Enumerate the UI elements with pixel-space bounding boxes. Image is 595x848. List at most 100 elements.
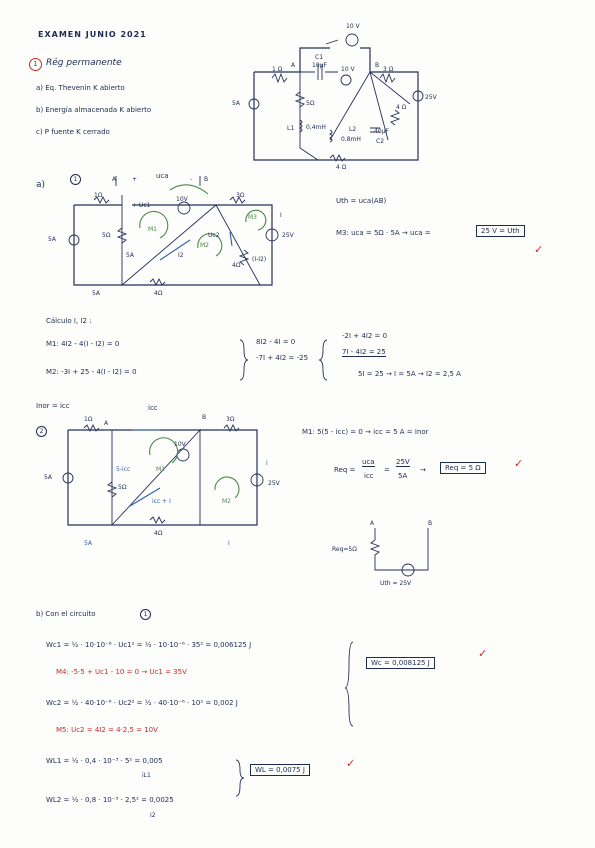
a-r5: 5Ω [102,232,111,239]
top-r4b: 4 Ω [336,164,347,171]
a-node-a: A [112,176,117,183]
top-r3: 3 Ω [383,66,394,73]
n-5-minus-icc: 5-icc [116,466,131,473]
eq-uth: Uth = 25V [380,580,412,587]
n-icc: icc [148,404,158,412]
req-arrow: → [420,466,426,474]
n-current-i: I [266,460,268,467]
norton-m1: M1: 5(5 - icc) = 0 → icc = 5 A = Inor [302,428,429,436]
n-r5: 5Ω [118,484,127,491]
req-frac1-den: icc [364,472,374,480]
calc-s1b: -7I + 4I2 = -25 [256,354,309,362]
top-r1: 1 Ω [272,66,283,73]
wl-total: WL = 0,0075 J [250,764,310,776]
wc1-equation: Wc1 = ½ · 10·10⁻⁶ · Uc1² = ½ · 10·10⁻⁶ ·… [46,641,252,649]
top-circuit [248,33,424,163]
calc-s2a: -2I + 4I2 = 0 [342,332,388,340]
circuit-number-1b: 1 [140,609,151,620]
a-minus: - [190,176,193,183]
a-r4: 4Ω [232,262,241,269]
n-5a-bottom: 5A [84,540,92,547]
check-mark-wl: ✓ [346,757,356,770]
check-mark-wc: ✓ [478,647,488,660]
a-5a-bottom: 5A [92,290,100,297]
a-mesh-1: M1 [148,226,157,233]
calc-title: Cálculo I, I2 : [46,317,92,325]
question-b: b) Energía almacenada K abierto [36,106,152,114]
check-mark-req: ✓ [514,457,524,470]
top-c2-value: 40µF [374,128,389,135]
top-c2: C2 [376,138,385,145]
m5-equation: M5: Uc2 = 4I2 = 4·2,5 = 10V [56,726,158,734]
wl2-sub: I2 [150,812,156,819]
n-r4: 4Ω [154,530,163,537]
n-node-b: B [202,414,207,421]
req-equals: = [384,466,390,474]
top-i5: 5A [232,100,240,107]
top-c1-value: 10µF [312,62,327,69]
part-a-circuit [68,176,279,287]
question-c: c) P fuente K cerrado [36,128,110,136]
brace-4 [235,759,245,797]
n-mesh-1: M1 [156,466,165,473]
req-frac1-num: uca [362,458,375,467]
n-v10: 10V [174,441,186,448]
wl2-equation: WL2 = ½ · 0,8 · 10⁻³ · 2,5² = 0,0025 [46,796,174,804]
n-v25: 25V [268,480,280,487]
a-current-i2: I2 [178,252,184,259]
a-plus: + [132,176,138,183]
n-r1: 1Ω [84,416,93,423]
wc2-equation: Wc2 = ½ · 40·10⁻⁶ · Uc2² = ½ · 40·10⁻⁶ ·… [46,699,238,707]
n-i5: 5A [44,474,52,481]
top-c1: C1 [315,54,324,61]
a-node-b: B [204,176,209,183]
calc-m1: M1: 4I2 - 4(I - I2) = 0 [46,340,120,348]
n-icc-plus-i: icc + I [152,498,171,505]
a-uc2: Uc2 [208,232,220,239]
top-r5: 5Ω [306,100,315,107]
brace-2 [318,339,328,381]
req-result: Req = 5 Ω [440,462,486,474]
uth-result: 25 V = Uth [476,225,525,237]
a-r4b: 4Ω [154,290,163,297]
req-frac2-num: 25V [396,458,410,467]
n-r3: 3Ω [226,416,235,423]
top-v10: 10 V [341,66,355,73]
part-b-title: b) Con el circuito [36,610,96,618]
wl1-sub: iL1 [142,772,151,779]
brace-3 [344,641,354,727]
m3-equation: M3: uca = 5Ω · 5A → uca = [336,229,431,237]
a-mesh-3: M3 [248,214,257,221]
top-v25: 25V [425,94,437,101]
eq-node-b: B [428,520,433,527]
wc-total: Wc = 0,008125 J [366,657,435,669]
a-i5b: 5A [126,252,134,259]
calc-result: 5I = 25 → I = 5A → I2 = 2,5 A [358,370,461,378]
eq-node-a: A [370,520,375,527]
top-src-10v: 10 V [346,23,360,30]
top-l2-value: 0,8mH [341,136,361,143]
m4-equation: M4: -5·5 + Uc1 - 10 = 0 → Uc1 = 35V [56,668,187,676]
circuit-number-2: 2 [36,426,47,437]
top-node-a: A [291,62,296,69]
n-i-bottom: I [228,540,230,547]
circuit-number-1: 1 [70,174,81,185]
a-r1: 1Ω [94,192,103,199]
top-r4: 4 Ω [396,104,407,111]
a-r3: 3Ω [236,192,245,199]
calc-s1a: 8I2 - 4I = 0 [256,338,296,346]
a-v25: 25V [282,232,294,239]
brace-1 [239,339,249,381]
top-l1-value: 0,4mH [306,124,326,131]
section-title: Rég permanente [46,58,122,68]
req-frac2-den: 5A [398,472,408,480]
question-a: a) Eq. Thevenin K abierto [36,84,125,92]
wl1-equation: WL1 = ½ · 0,4 · 10⁻³ · 5² = 0,005 [46,757,163,765]
a-current-i: I [280,212,282,219]
part-a-label: a) [36,180,46,190]
inor-definition: Inor = icc [36,402,70,410]
check-mark: ✓ [534,243,544,256]
thevenin-equivalent [369,528,429,577]
